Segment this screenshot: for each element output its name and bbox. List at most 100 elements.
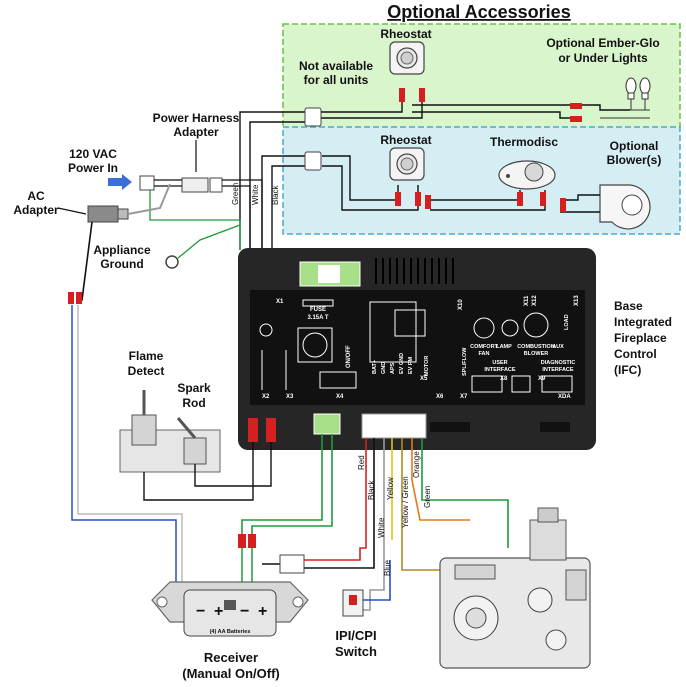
ifc-x10: X10	[458, 299, 464, 310]
spark-rod-line1: Spark	[177, 381, 211, 395]
receiver-plug	[279, 554, 305, 574]
ifc-x2: X2	[262, 394, 270, 400]
ember-glo-line1: Optional Ember-Glo	[546, 36, 659, 50]
ifc-onoff: ON/OFF	[346, 345, 352, 368]
ipi-line1: IPI/CPI	[335, 628, 376, 643]
vac-line1: 120 VAC	[69, 147, 117, 161]
spark-rod-line2: Rod	[182, 396, 205, 410]
ifc-x12: X12	[532, 295, 538, 306]
appliance-ground-line2: Ground	[100, 257, 143, 271]
svg-text:−: −	[196, 603, 205, 620]
ifc-comfort-1: COMFORT	[470, 344, 498, 350]
ac-adapter-line2: Adapter	[13, 203, 59, 217]
ifc-circuit-panel	[250, 290, 585, 405]
receiver-line1: Receiver	[204, 650, 258, 665]
ifc-combustion-1: COMBUSTION	[517, 344, 555, 350]
ifc-x1: X1	[276, 299, 284, 305]
flame-sensor-icon	[119, 390, 221, 473]
wire-yellow-green-label: Yellow / Green	[401, 476, 410, 528]
ifc-fuse-1: FUSE	[310, 307, 326, 313]
wire-yellow-label: Yellow	[386, 477, 395, 500]
ifc-user-1: USER	[492, 360, 507, 366]
ifc-comfort-2: FAN	[479, 351, 490, 357]
ifc-xda: XDA	[558, 394, 571, 400]
ifc-x7: X7	[460, 394, 468, 400]
appliance-ground-line1: Appliance	[93, 243, 151, 257]
light-bulb-icon	[600, 77, 651, 119]
ac-adapter-leader	[57, 207, 87, 215]
ifc-line1: Base	[614, 299, 643, 313]
power-harness-line2: Adapter	[173, 125, 219, 139]
gas-valve-icon	[439, 507, 591, 669]
wire-green-label: Green	[231, 183, 240, 205]
ifc-x5: X5	[420, 376, 428, 382]
not-available-line2: for all units	[304, 73, 369, 87]
rheostat-icon	[389, 147, 425, 181]
flame-detect-line1: Flame	[129, 349, 164, 363]
svg-text:+: +	[258, 603, 267, 620]
wire-red-label: Red	[357, 455, 366, 470]
vac-line2: Power In	[68, 161, 118, 175]
ifc-pin-label: EV PM	[408, 356, 414, 374]
rheostat-mid-label: Rheostat	[380, 133, 431, 147]
ifc-x13: X13	[574, 295, 580, 306]
arrow-right-icon	[108, 174, 132, 190]
power-plug-icon	[139, 175, 223, 193]
ifc-vent	[375, 258, 454, 284]
receiver-connectors	[238, 534, 256, 548]
accessory-connectors	[395, 88, 582, 212]
ifc-diag-2: INTERFACE	[542, 367, 574, 373]
receiver-icon: − + − +	[151, 581, 309, 637]
rheostat-icon	[389, 41, 425, 75]
adapter-cord-2	[127, 183, 171, 215]
ifc-spl-flow: SPL/FLOW	[462, 347, 468, 376]
ifc-fuse-2: 3.15A T	[307, 315, 328, 321]
ifc-pin-label: BAT+	[372, 360, 378, 374]
blower-icon	[599, 184, 651, 230]
blower-line2: Blower(s)	[607, 153, 662, 167]
ac-adapter-icon	[87, 205, 129, 223]
receiver-batteries: (4) AA Batteries	[210, 629, 251, 635]
ifc-x11: X11	[524, 295, 530, 306]
ifc-motor: MOTOR	[424, 356, 430, 376]
sensor-wires	[143, 442, 272, 501]
adapter-connectors	[68, 292, 82, 304]
wire-orange-label: Orange	[412, 451, 421, 478]
ifc-line4: Control	[614, 347, 657, 361]
ifc-x8: X8	[500, 376, 508, 382]
rheostat-top-label: Rheostat	[380, 27, 431, 41]
receiver-line2: (Manual On/Off)	[182, 666, 280, 681]
harness-wires	[149, 179, 263, 250]
title: Optional Accessories	[387, 2, 570, 22]
accessory-plugs	[304, 107, 322, 171]
ac-adapter-line1: AC	[27, 189, 45, 203]
wire-green2-label: Green	[423, 486, 432, 508]
ifc-lamp: LAMP	[496, 344, 512, 350]
wire-black2-label: Black	[367, 479, 376, 500]
switch-icon[interactable]	[342, 589, 364, 617]
flame-detect-line2: Detect	[128, 364, 165, 378]
ifc-aux: AUX	[552, 344, 564, 350]
ifc-line2: Integrated	[614, 315, 672, 329]
ifc-load: LOAD	[564, 314, 570, 330]
ember-glo-line2: or Under Lights	[558, 51, 648, 65]
thermodisc-label: Thermodisc	[490, 135, 558, 149]
svg-text:−: −	[240, 603, 249, 620]
adapter-cord	[75, 221, 93, 303]
adapter-long-wires	[71, 305, 183, 585]
ifc-switch-toggle[interactable]	[318, 265, 340, 283]
ifc-x6: X6	[436, 394, 444, 400]
power-harness-line1: Power Harness	[153, 111, 240, 125]
svg-text:+: +	[214, 603, 223, 620]
wire-white-label: White	[251, 184, 260, 205]
wire-black-label: Black	[271, 184, 280, 205]
thermodisc-icon	[498, 160, 556, 190]
ifc-x4: X4	[336, 394, 344, 400]
ifc-x3: X3	[286, 394, 294, 400]
ifc-pin-label: EV GND	[399, 353, 405, 374]
ifc-bottom-connectors	[248, 413, 570, 442]
blower-line1: Optional	[610, 139, 659, 153]
